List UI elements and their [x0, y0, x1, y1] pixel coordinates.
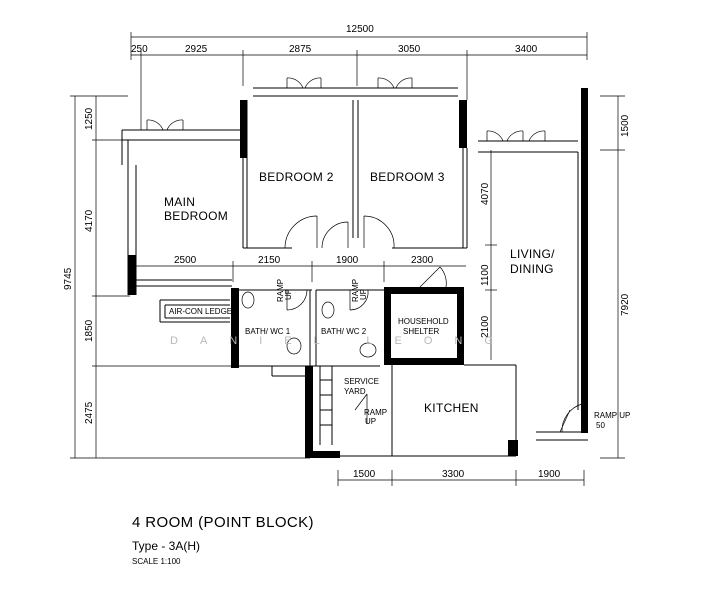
dim-left-3: 1850 [84, 319, 95, 342]
main-bedroom-label: MAIN [164, 195, 195, 209]
dim-top-3: 2875 [289, 44, 312, 55]
dim-right-1: 1500 [620, 114, 631, 137]
dim-left-1: 1250 [84, 107, 95, 130]
ramp-label-bath1: RAMP [276, 279, 285, 302]
dim-bottom-3: 1900 [538, 469, 561, 480]
dim-interior-2: 2150 [258, 255, 281, 266]
aircon-ledge-label: AIR-CON LEDGE [169, 307, 232, 316]
dim-interior-3: 1900 [336, 255, 359, 266]
dim-left-2: 4170 [84, 209, 95, 232]
bath-wc-2-label: BATH/ WC 2 [321, 327, 367, 336]
up-label-bath1: UP [284, 289, 293, 300]
bath-wc-1-label: BATH/ WC 1 [245, 327, 291, 336]
room-labels: MAIN BEDROOM BEDROOM 2 BEDROOM 3 LIVING/… [164, 170, 630, 430]
ramp-number-label: 50 [596, 421, 605, 430]
dim-right-2: 7920 [620, 293, 631, 316]
dim-interior-1: 2500 [174, 255, 197, 266]
dimension-labels: 12500 250 2925 2875 3050 3400 9745 1250 … [63, 24, 631, 480]
bedroom-2-label: BEDROOM 2 [259, 170, 334, 184]
plan-scale: SCALE 1:100 [132, 557, 181, 566]
living-dining-label-2: DINING [510, 262, 554, 276]
ramp-label-bath2: RAMP [351, 279, 360, 302]
service-yard-label-2: YARD [344, 387, 366, 396]
plan-title: 4 ROOM (POINT BLOCK) [132, 514, 314, 531]
dim-top-1: 250 [131, 44, 148, 55]
kitchen-label: KITCHEN [424, 401, 479, 415]
dim-top-5: 3400 [515, 44, 538, 55]
service-yard-label: SERVICE [344, 377, 379, 386]
dim-bottom-1: 1500 [353, 469, 376, 480]
up-label-bath2: UP [359, 289, 368, 300]
plan-type: Type - 3A(H) [132, 539, 201, 553]
dimension-lines [70, 32, 625, 486]
ramp-label-yard: RAMP [364, 408, 387, 417]
dim-int-vert-1: 4070 [480, 182, 491, 205]
household-shelter-label-2: SHELTER [403, 327, 440, 336]
dim-interior-4: 2300 [411, 255, 434, 266]
dim-int-vert-3: 2100 [480, 315, 491, 338]
dim-overall-width: 12500 [346, 24, 374, 35]
household-shelter-label: HOUSEHOLD [398, 317, 449, 326]
watermark: DANIEL LEONG [170, 335, 515, 347]
main-bedroom-label-2: BEDROOM [164, 209, 228, 223]
dim-top-4: 3050 [398, 44, 421, 55]
dim-left-total: 9745 [63, 267, 74, 290]
ramp-up-label-entrance: RAMP UP [594, 411, 630, 420]
up-label-yard: UP [365, 417, 376, 426]
dim-left-4: 2475 [84, 401, 95, 424]
bedroom-3-label: BEDROOM 3 [370, 170, 445, 184]
doors-windows [146, 77, 583, 433]
living-dining-label: LIVING/ [510, 247, 555, 261]
dim-bottom-2: 3300 [442, 469, 465, 480]
dim-top-2: 2925 [185, 44, 208, 55]
dim-int-vert-2: 1100 [480, 264, 491, 286]
